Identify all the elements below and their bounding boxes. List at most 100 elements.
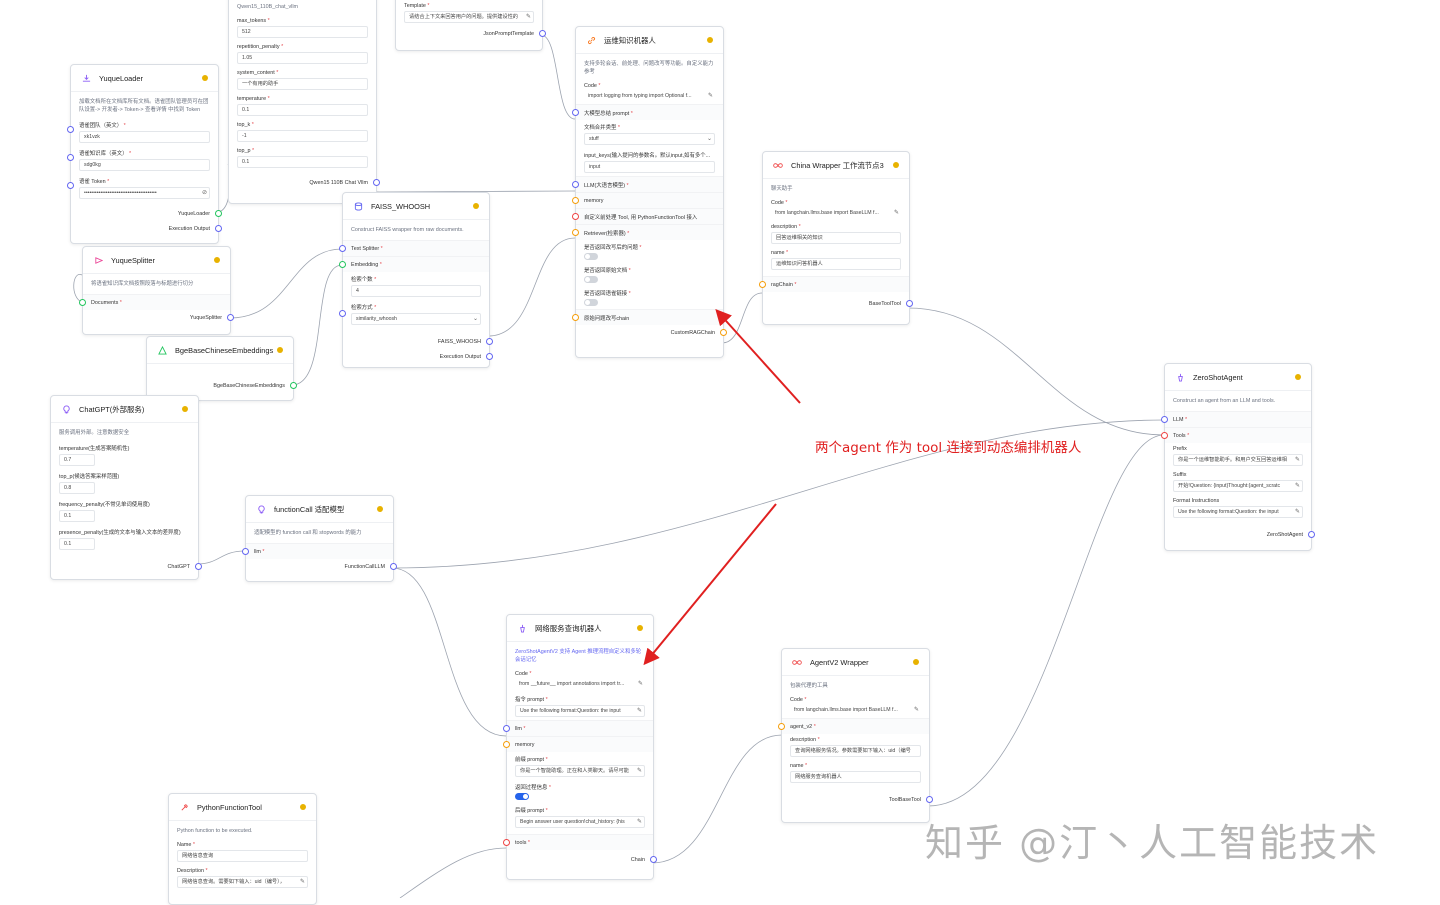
- cw-code-input[interactable]: from langchain.llms.base import BaseLLM …: [771, 208, 901, 218]
- zs-format-input[interactable]: Use the following format:Question: the i…: [1173, 506, 1303, 518]
- merge-type-select[interactable]: stuff⌄: [584, 133, 715, 145]
- summary-prompt-port[interactable]: [572, 109, 579, 116]
- net-tools-port[interactable]: [503, 839, 510, 846]
- edit-icon[interactable]: ✎: [525, 14, 531, 20]
- zs-output-port[interactable]: [1308, 531, 1315, 538]
- yuque-repo-input[interactable]: sdg0kg: [79, 159, 210, 171]
- basetool-output-port[interactable]: [906, 300, 913, 307]
- edit-icon[interactable]: ✎: [636, 819, 642, 825]
- av2-name-input[interactable]: 网络服务查询机器人: [790, 771, 921, 783]
- retrieve-mode-select[interactable]: similarity_whoosh⌄: [351, 313, 481, 325]
- yuque-repo-port[interactable]: [67, 154, 74, 161]
- template-node[interactable]: Template * 请结合上下文来回答用户的问题。提供建设性的✎ JsonPr…: [395, 0, 546, 51]
- net-llm-port[interactable]: [503, 725, 510, 732]
- agentv2-header[interactable]: AgentV2 Wrapper: [782, 649, 929, 676]
- rewrite-chain-port[interactable]: [572, 314, 579, 321]
- toolbase-output-port[interactable]: [926, 796, 933, 803]
- preprocess-tool-port[interactable]: [572, 213, 579, 220]
- fcall-header[interactable]: functionCall 适配模型: [246, 496, 393, 523]
- zs-tools-port[interactable]: [1161, 432, 1168, 439]
- network-query-bot-node[interactable]: 网络服务查询机器人 ZeroShotAgentV2 支持 Agent 推理流程自…: [503, 614, 657, 880]
- yuque-token-port[interactable]: [67, 182, 74, 189]
- edit-icon[interactable]: ✎: [913, 707, 919, 713]
- pt-description-input[interactable]: 网络信息查询。需要如下输入：uid（编号），✎: [177, 876, 308, 888]
- exec-output-port[interactable]: [486, 353, 493, 360]
- yuque-loader-header[interactable]: YuqueLoader: [71, 65, 218, 92]
- edit-icon[interactable]: ✎: [1294, 483, 1300, 489]
- cw-description-input[interactable]: 回答运维相关的知识: [771, 232, 901, 244]
- yuque-loader-output-port[interactable]: [215, 210, 222, 217]
- agentv2-wrapper-node[interactable]: AgentV2 Wrapper 包装代理的工具 Code * from lang…: [778, 648, 933, 823]
- faiss-whoosh-node[interactable]: FAISS_WHOOSH Construct FAISS wrapper fro…: [339, 192, 493, 368]
- ops-code-input[interactable]: import logging from typing import Option…: [584, 91, 715, 101]
- net-bot-header[interactable]: 网络服务查询机器人: [507, 615, 653, 642]
- av2-description-input[interactable]: 查询网络服务情况。参数需要如下输入：uid（编号: [790, 745, 921, 757]
- edit-icon[interactable]: ✎: [299, 879, 305, 885]
- edit-icon[interactable]: ✎: [1294, 509, 1300, 515]
- embedding-port[interactable]: [339, 261, 346, 268]
- temperature-input[interactable]: 0.1: [237, 104, 368, 116]
- agent-v2-port[interactable]: [778, 723, 785, 730]
- qwen-output-port[interactable]: [373, 179, 380, 186]
- edit-icon[interactable]: ✎: [1294, 457, 1300, 463]
- edit-icon[interactable]: ✎: [893, 210, 899, 216]
- zeroshot-header[interactable]: ZeroShotAgent: [1165, 364, 1311, 391]
- china-wrapper-header[interactable]: China Wrapper 工作流节点3: [763, 152, 909, 179]
- rag-chain-output-port[interactable]: [720, 329, 727, 336]
- faiss-header[interactable]: FAISS_WHOOSH: [343, 193, 489, 220]
- edit-icon[interactable]: ✎: [636, 708, 642, 714]
- net-prefix-input[interactable]: 你是一个智能助理。正在和人类聊天。请尽可能✎: [515, 765, 645, 777]
- max-tokens-input[interactable]: 512: [237, 26, 368, 38]
- yuque-token-input[interactable]: ••••••••••••••••••••••••••••••••••••••••…: [79, 187, 210, 199]
- zs-suffix-input[interactable]: 开始!Question: {input}Thought:{agent_scrat…: [1173, 480, 1303, 492]
- llm-port[interactable]: [572, 181, 579, 188]
- bge-header[interactable]: BgeBaseChineseEmbeddings: [147, 337, 293, 364]
- ops-knowledge-bot-node[interactable]: 运维知识机器人 支持多轮会话、前处理、问题改写等功能。自定义能力参考 Code …: [572, 26, 727, 358]
- fcall-llm-port[interactable]: [242, 548, 249, 555]
- return-process-switch[interactable]: [515, 793, 529, 800]
- zeroshot-agent-node[interactable]: ZeroShotAgent Construct an agent from an…: [1161, 363, 1315, 551]
- edit-icon[interactable]: ✎: [637, 681, 643, 687]
- bge-embeddings-node[interactable]: BgeBaseChineseEmbeddings BgeBaseChineseE…: [146, 336, 297, 401]
- cw-name-input[interactable]: 运维知识问答机器人: [771, 258, 901, 270]
- yuque-loader-node[interactable]: YuqueLoader 加载文档所在文档库所有文档。语雀团队管理员可在团队设置-…: [67, 64, 222, 244]
- chatgpt-presence-input[interactable]: 0.1: [59, 538, 95, 550]
- python-function-tool-node[interactable]: PythonFunctionTool Python function to be…: [168, 793, 317, 905]
- yuque-splitter-node[interactable]: YuqueSplitter 将语雀知识库文档按照段落与标题进行切分 Docume…: [79, 246, 234, 335]
- yuque-splitter-header[interactable]: YuqueSplitter: [83, 247, 230, 274]
- ragchain-port[interactable]: [759, 281, 766, 288]
- python-tool-header[interactable]: PythonFunctionTool: [169, 794, 316, 821]
- chain-output-port[interactable]: [650, 856, 657, 863]
- edit-icon[interactable]: ✎: [707, 93, 713, 99]
- documents-input-port[interactable]: [79, 299, 86, 306]
- chatgpt-header[interactable]: ChatGPT(外部服务): [51, 396, 198, 423]
- toggle-docs-switch[interactable]: [584, 276, 598, 283]
- retrieve-mode-port[interactable]: [339, 310, 346, 317]
- ops-bot-header[interactable]: 运维知识机器人: [576, 27, 723, 54]
- pt-name-input[interactable]: 网络信息查询: [177, 850, 308, 862]
- top-k-input[interactable]: -1: [237, 130, 368, 142]
- china-wrapper-node[interactable]: China Wrapper 工作流节点3 聊天助手 Code * from la…: [759, 151, 913, 325]
- av2-code-input[interactable]: from langchain.llms.base import BaseLLM …: [790, 705, 921, 715]
- input-keys-input[interactable]: input: [584, 161, 715, 173]
- template-input[interactable]: 请结合上下文来回答用户的问题。提供建设性的✎: [404, 11, 534, 23]
- chatgpt-temperature-input[interactable]: 0.7: [59, 454, 95, 466]
- retriever-port[interactable]: [572, 229, 579, 236]
- chatgpt-output-port[interactable]: [195, 563, 202, 570]
- eye-off-icon[interactable]: ⊘: [201, 190, 207, 196]
- yuque-team-input[interactable]: xk1vzk: [79, 131, 210, 143]
- exec-output-port[interactable]: [215, 225, 222, 232]
- retrieve-count-input[interactable]: 4: [351, 285, 481, 297]
- chatgpt-frequency-input[interactable]: 0.1: [59, 510, 95, 522]
- function-call-node[interactable]: functionCall 适配模型 适配模型的 function call 和 …: [242, 495, 397, 582]
- edit-icon[interactable]: ✎: [636, 768, 642, 774]
- yuque-team-port[interactable]: [67, 126, 74, 133]
- net-memory-port[interactable]: [503, 741, 510, 748]
- repetition-penalty-input[interactable]: 1.05: [237, 52, 368, 64]
- memory-port[interactable]: [572, 197, 579, 204]
- net-suffix-input[interactable]: Begin answer user question!chat_history:…: [515, 816, 645, 828]
- chatgpt-top-p-input[interactable]: 0.8: [59, 482, 95, 494]
- system-content-input[interactable]: 一个有用的助手: [237, 78, 368, 90]
- top-p-input[interactable]: 0.1: [237, 156, 368, 168]
- zs-prefix-input[interactable]: 你是一个运维智能助手。和用户交互回答运维相✎: [1173, 454, 1303, 466]
